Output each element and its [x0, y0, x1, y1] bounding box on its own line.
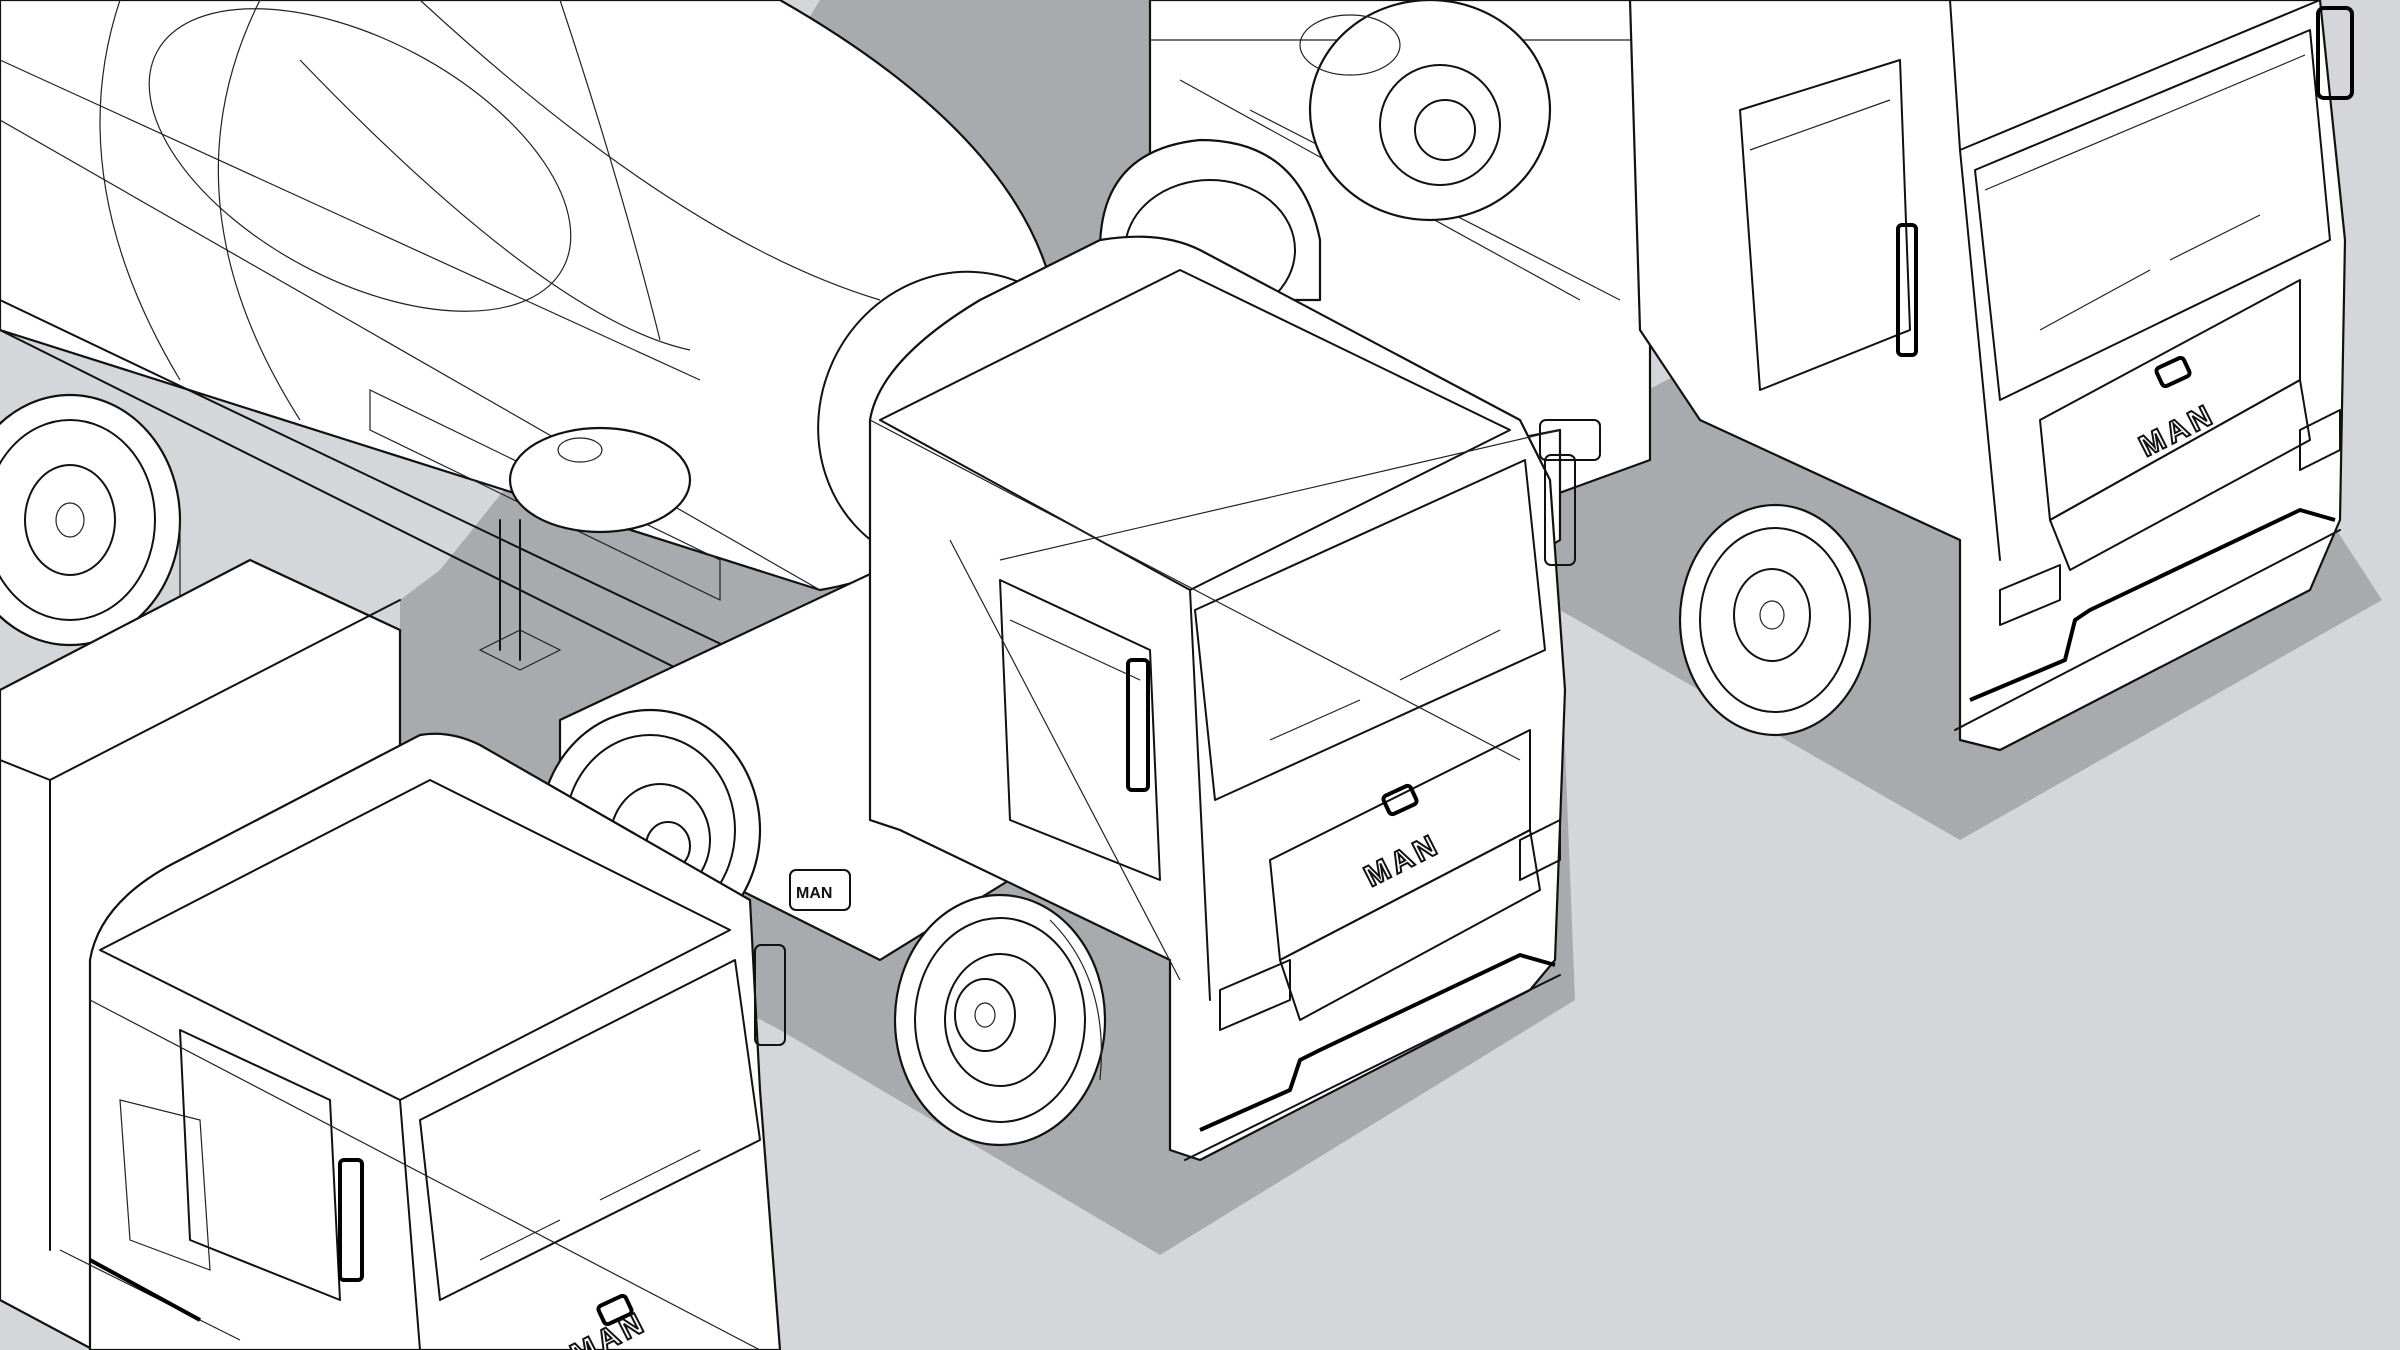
- truck-center: MAN MAN: [538, 235, 1601, 1162]
- truck-bottom-left: MAN: [59, 732, 786, 1350]
- truck-right: MAN: [1098, 0, 2354, 752]
- side-badge-center: MAN: [796, 885, 832, 902]
